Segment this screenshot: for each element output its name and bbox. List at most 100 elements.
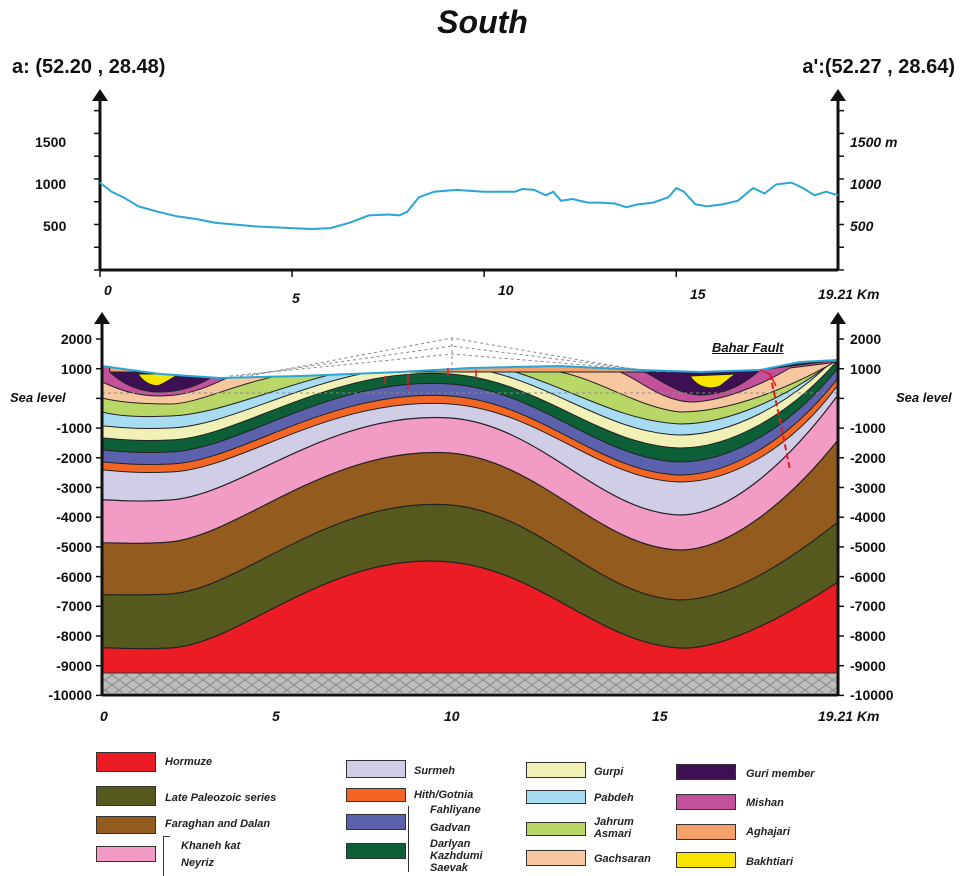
section-y-tick-left: -6000 bbox=[56, 568, 92, 585]
section-y-tick-right: -1000 bbox=[850, 420, 886, 437]
legend-label-kazhdumi: Kazhdumi bbox=[430, 850, 483, 862]
legend-label-faraghan: Faraghan and Dalan bbox=[165, 818, 271, 830]
section-y-tick-left: -3000 bbox=[56, 479, 92, 496]
legend-label-aghajari: Aghajari bbox=[746, 826, 791, 838]
topo-y-tick-right-500: 500 bbox=[850, 218, 874, 234]
topo-y-tick-500: 500 bbox=[43, 218, 67, 234]
section-y-tick-left: 2000 bbox=[60, 331, 92, 347]
legend-label-guri: Guri member bbox=[746, 768, 815, 780]
topo-left-axis-arrow bbox=[92, 89, 108, 101]
topo-x-tick-5: 5 bbox=[292, 290, 300, 306]
section-y-tick-left: -9000 bbox=[56, 657, 92, 674]
small-faults bbox=[384, 368, 477, 390]
section-y-tick-left: Sea level bbox=[10, 390, 66, 406]
legend-label-gachsaran: Gachsaran bbox=[594, 853, 651, 865]
legend-swatch-faraghan bbox=[96, 816, 156, 834]
legend-label-bakhtiari: Bakhtiari bbox=[746, 856, 794, 868]
topo-y-tick-right-1000: 1000 bbox=[850, 176, 882, 192]
section-x-tick-15: 15 bbox=[652, 708, 668, 724]
section-y-tick-left: 1000 bbox=[60, 360, 92, 377]
section-y-tick-left: -10000 bbox=[48, 687, 92, 704]
legend-swatch-hormuze bbox=[96, 752, 156, 772]
legend-swatch-mishan bbox=[676, 794, 736, 810]
section-x-tick-0: 0 bbox=[100, 708, 108, 724]
legend-swatch-asmari bbox=[526, 822, 586, 836]
fault-arrow bbox=[759, 369, 777, 387]
topo-x-tick-end: 19.21 Km bbox=[818, 286, 880, 302]
topo-y-tick-1000: 1000 bbox=[35, 176, 67, 192]
legend-swatch-aghajari bbox=[676, 824, 736, 840]
legend-label-jahrum: Jahrum bbox=[594, 816, 634, 828]
legend-label-saevak: Saevak bbox=[430, 862, 468, 874]
legend-swatch-hith-gotnia bbox=[346, 788, 406, 802]
legend-label-hormuze: Hormuze bbox=[165, 756, 213, 768]
section-y-tick-right: -10000 bbox=[850, 687, 894, 704]
section-y-tick-left: -4000 bbox=[56, 509, 92, 526]
legend-swatch-khaneh-kat bbox=[96, 846, 156, 862]
legend-bracket-2 bbox=[408, 806, 414, 838]
figure-title: South bbox=[437, 4, 528, 40]
legend-label-surmeh: Surmeh bbox=[414, 765, 455, 777]
section-right-axis-arrow bbox=[830, 312, 846, 324]
section-y-tick-right: -3000 bbox=[850, 479, 886, 496]
elevation-line bbox=[99, 181, 839, 231]
legend-swatch-guri bbox=[676, 764, 736, 780]
topo-x-tick-10: 10 bbox=[498, 282, 514, 298]
section-y-tick-right: -4000 bbox=[850, 509, 886, 526]
legend-swatch-pabdeh bbox=[526, 790, 586, 804]
legend-bracket-3 bbox=[408, 838, 414, 872]
topo-x-tick-0: 0 bbox=[104, 282, 112, 298]
legend-label-fahliyan: Fahliyane bbox=[430, 804, 481, 816]
legend-swatch-dariyan bbox=[346, 843, 406, 859]
section-y-tick-left: -8000 bbox=[56, 628, 92, 644]
section-y-tick-right: -7000 bbox=[850, 598, 886, 615]
section-x-tick-end: 19.21 Km bbox=[818, 708, 880, 724]
section-y-tick-right: -6000 bbox=[850, 568, 886, 585]
section-left-axis-arrow bbox=[94, 312, 110, 324]
section-y-tick-right: -5000 bbox=[850, 538, 886, 555]
section-y-tick-left: -7000 bbox=[56, 598, 92, 615]
legend-label-gurpi: Gurpi bbox=[594, 766, 624, 778]
section-y-tick-right: 2000 bbox=[850, 331, 882, 347]
legend-label-dariyan: Darlyan bbox=[430, 838, 471, 850]
end-coordinate: a':(52.27 , 28.64) bbox=[802, 56, 955, 78]
topo-y-tick-right-1500: 1500 m bbox=[850, 134, 898, 150]
topo-y-tick-1500: 1500 bbox=[35, 134, 67, 150]
surface-line bbox=[101, 359, 839, 380]
legend-label-late-paleozoic: Late Paleozoic series bbox=[165, 792, 277, 804]
section-y-tick-right: -2000 bbox=[850, 449, 886, 466]
section-y-tick-left: -5000 bbox=[56, 538, 92, 555]
legend-swatch-gurpi bbox=[526, 762, 586, 778]
legend-swatch-surmeh bbox=[346, 760, 406, 778]
section-y-tick-right: -9000 bbox=[850, 657, 886, 674]
section-y-tick-right: 1000 bbox=[850, 360, 882, 377]
bahar-fault-label: Bahar Fault bbox=[712, 340, 784, 355]
legend-label-mishan: Mishan bbox=[746, 797, 784, 809]
topography-profile bbox=[92, 89, 846, 277]
legend-label-khaneh-kat: Khaneh kat bbox=[181, 840, 241, 852]
start-coordinate: a: (52.20 , 28.48) bbox=[12, 56, 166, 78]
legend-label-asmari: Asmari bbox=[594, 828, 632, 840]
legend-swatch-late-paleozoic bbox=[96, 786, 156, 806]
legend-bracket-1 bbox=[163, 836, 170, 876]
bahar-fault-line bbox=[769, 373, 791, 471]
legend-label-neyriz: Neyriz bbox=[181, 857, 215, 869]
legend-label-gadvan: Gadvan bbox=[430, 822, 471, 834]
basement-hatch bbox=[102, 672, 838, 693]
legend-swatch-gachsaran bbox=[526, 850, 586, 866]
geological-cross-section bbox=[94, 312, 846, 697]
section-y-tick-left: -2000 bbox=[56, 449, 92, 466]
legend-label-pabdeh: Pabdeh bbox=[594, 792, 634, 804]
topo-x-tick-15: 15 bbox=[690, 286, 706, 302]
section-y-tick-left: -1000 bbox=[56, 420, 92, 437]
section-y-tick-right: -8000 bbox=[850, 628, 886, 644]
section-x-tick-10: 10 bbox=[444, 708, 460, 724]
sky-mask bbox=[102, 358, 838, 378]
legend-swatch-fahliyan bbox=[346, 814, 406, 830]
legend-swatch-bakhtiari bbox=[676, 852, 736, 868]
section-y-tick-right: Sea level bbox=[896, 390, 952, 406]
eroded-fold-lines bbox=[229, 337, 671, 377]
topo-right-axis-arrow bbox=[830, 89, 846, 101]
legend-label-hith-gotnia: Hith/Gotnia bbox=[414, 789, 474, 801]
section-x-tick-5: 5 bbox=[272, 708, 280, 724]
